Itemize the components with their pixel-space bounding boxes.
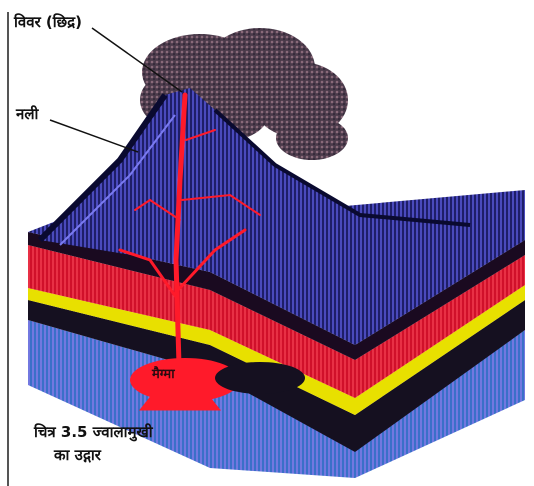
figure-caption: चित्र 3.5 ज्वालामुखी का उद्गार <box>34 424 153 469</box>
caption-line-1: चित्र 3.5 ज्वालामुखी <box>34 424 153 441</box>
caption-line-2: का उद्गार <box>34 447 153 464</box>
vent-label: नली <box>16 106 38 123</box>
vent-pointer-line <box>50 120 138 152</box>
magma-label: मैग्मा <box>152 368 175 382</box>
crater-label: विवर (छिद्र) <box>14 14 82 31</box>
